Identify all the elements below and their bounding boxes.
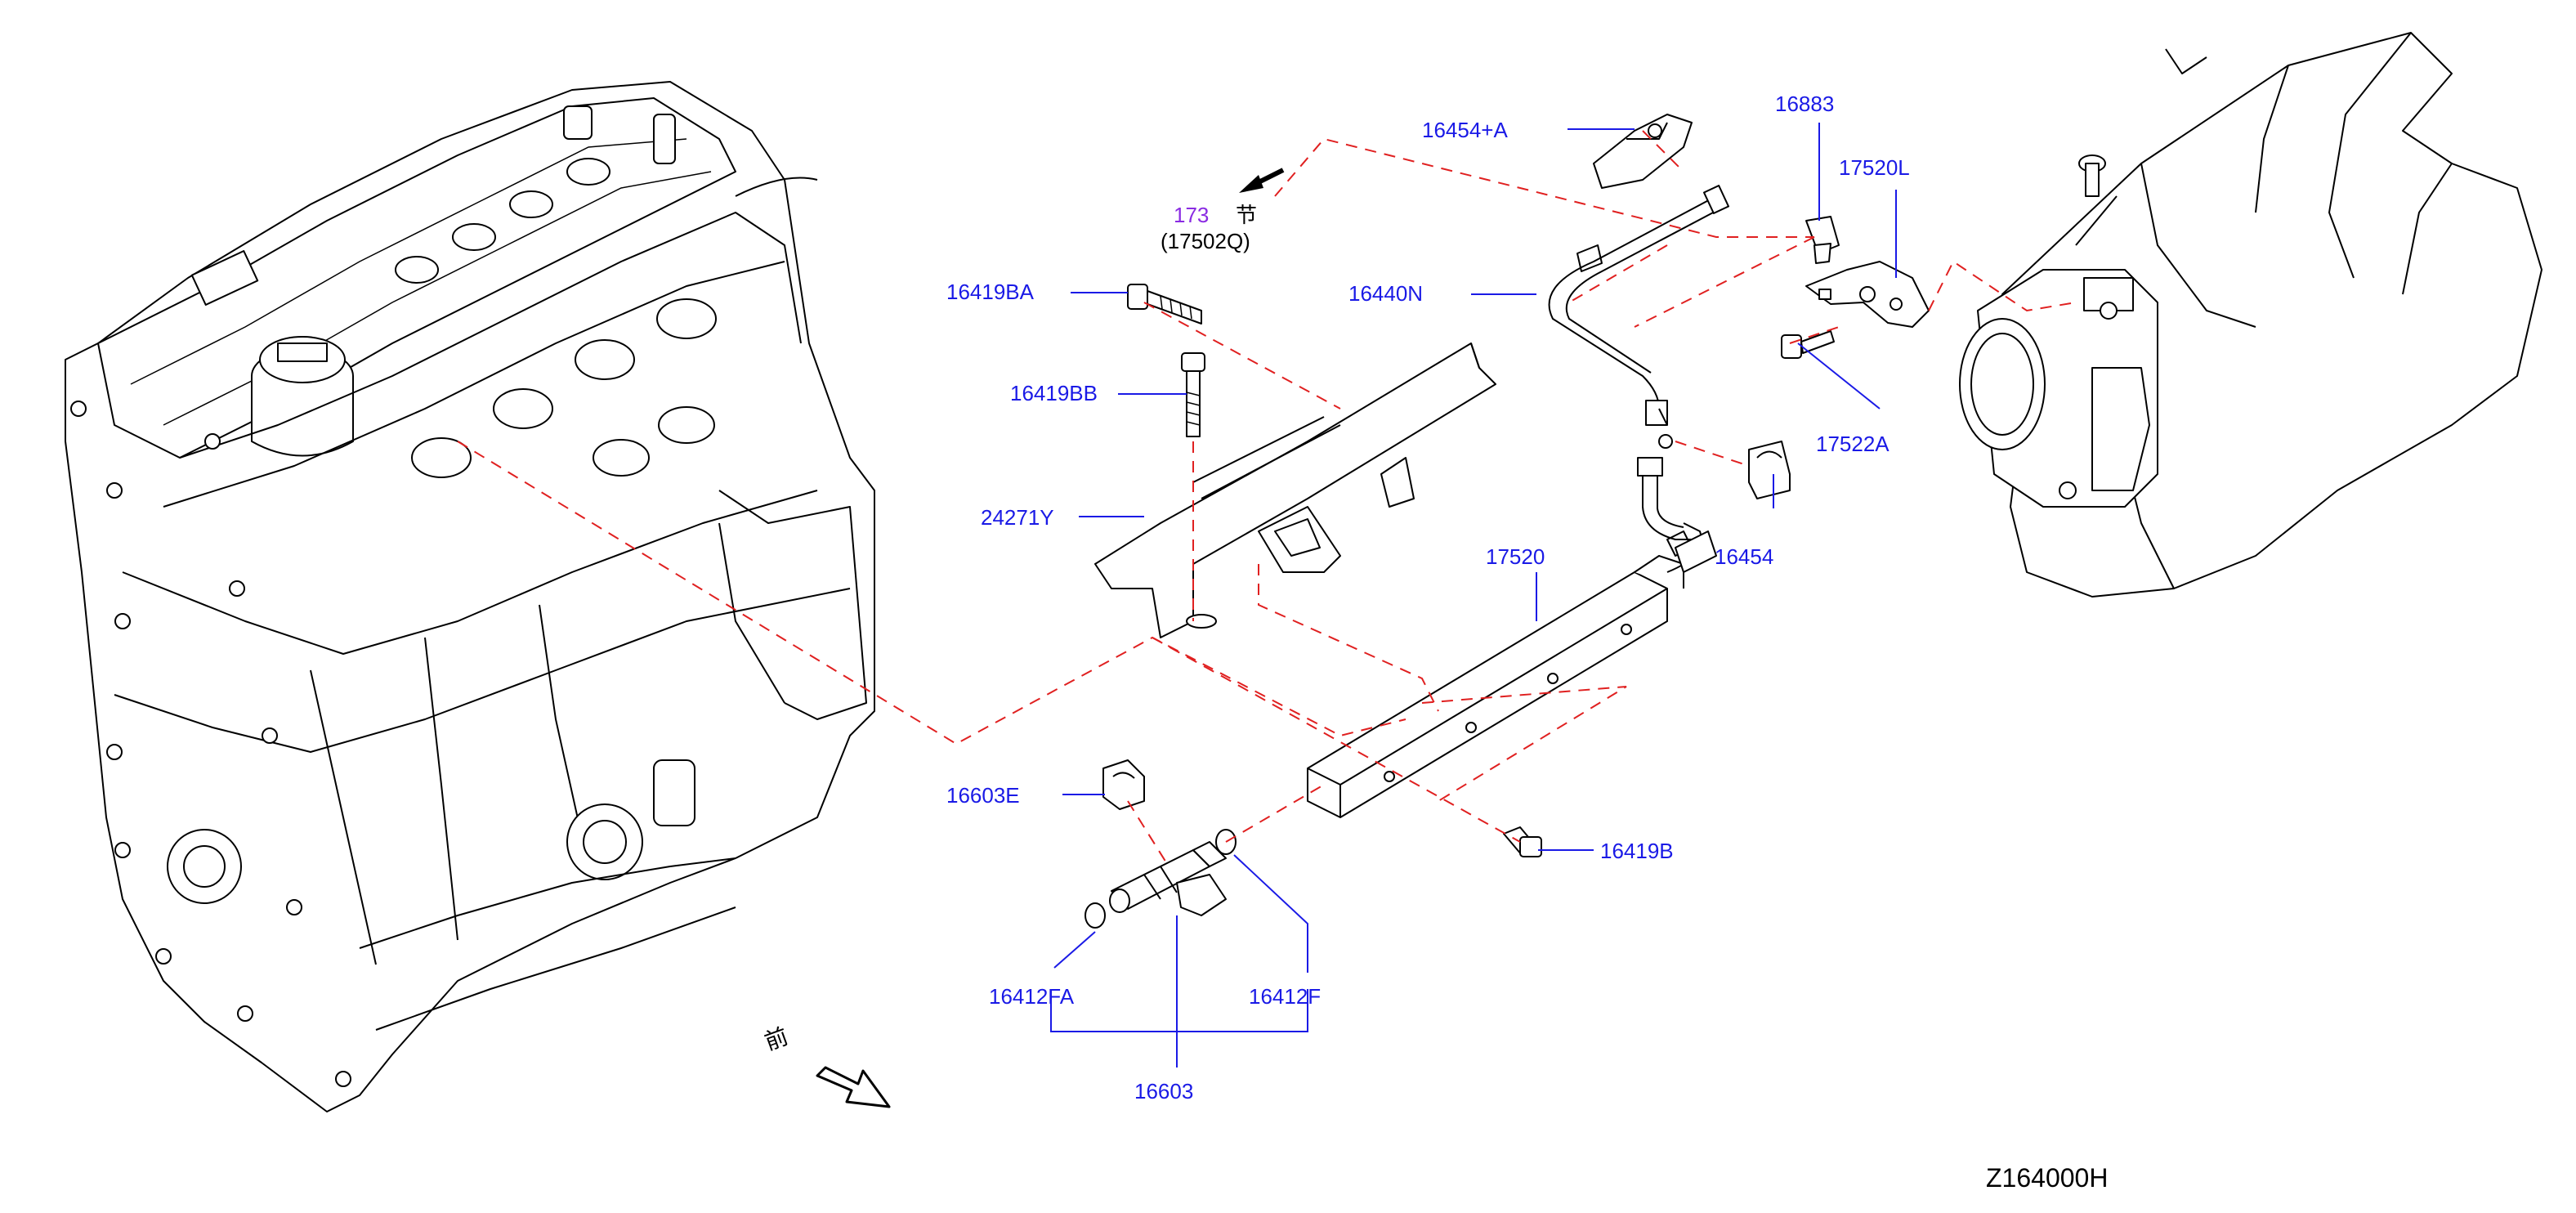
part-label-16419bb[interactable]: 16419BB — [1010, 381, 1098, 405]
section-ref-number[interactable]: 173 — [1174, 203, 1209, 227]
front-text: 前 — [761, 1023, 792, 1056]
engine-block-illustration — [65, 81, 875, 1112]
section-ref-part: (17502Q) — [1161, 229, 1250, 253]
part-label-16454a[interactable]: 16454+A — [1422, 118, 1508, 142]
clip-16883-part — [1805, 216, 1840, 264]
bolt-17522a-part — [1781, 330, 1835, 359]
part-labels: 16454+A 16883 17520L 16419BA 16440N 1641… — [946, 92, 1910, 1103]
protector-24271y-part — [1094, 342, 1496, 638]
part-label-16454[interactable]: 16454 — [1715, 544, 1773, 569]
front-marker: 前 — [761, 1023, 891, 1108]
front-arrow-icon — [816, 1066, 891, 1108]
part-label-17520l[interactable]: 17520L — [1839, 155, 1910, 180]
clip-16454-part — [1748, 441, 1791, 499]
bolt-16419bb-part — [1181, 352, 1205, 437]
part-label-16419b[interactable]: 16419B — [1600, 839, 1674, 863]
bolt-16419ba-part — [1127, 284, 1202, 325]
part-label-16603[interactable]: 16603 — [1134, 1079, 1193, 1103]
diagram-code: Z164000H — [1986, 1163, 2108, 1193]
part-label-16883[interactable]: 16883 — [1775, 92, 1834, 116]
section-arrow-icon — [1239, 168, 1285, 193]
intake-manifold-illustration — [1959, 32, 2542, 598]
injector-16603-part — [1109, 841, 1227, 916]
part-label-16412f[interactable]: 16412F — [1249, 984, 1321, 1009]
part-label-16412fa[interactable]: 16412FA — [989, 984, 1075, 1009]
part-label-17522a[interactable]: 17522A — [1816, 432, 1890, 456]
clip-16603e-part — [1102, 759, 1145, 810]
oring-16412fa-part — [1085, 902, 1106, 929]
part-label-16440n[interactable]: 16440N — [1348, 281, 1423, 306]
section-reference: 173 节 (17502Q) — [1161, 203, 1257, 253]
fuel-rail-part — [1307, 522, 1702, 818]
section-ref-suffix: 节 — [1236, 203, 1257, 227]
assembly-lines — [457, 130, 2077, 867]
part-label-17520[interactable]: 17520 — [1486, 544, 1545, 569]
part-label-16419ba[interactable]: 16419BA — [946, 280, 1035, 304]
clip-16454a-part — [1593, 114, 1693, 189]
bracket-17520l-part — [1805, 261, 1930, 328]
fuel-hose-part — [1548, 185, 1729, 573]
leader-lines — [1050, 123, 1897, 1068]
bolt-16419b-part — [1503, 826, 1542, 857]
part-label-24271y[interactable]: 24271Y — [981, 505, 1054, 530]
part-label-16603e[interactable]: 16603E — [946, 783, 1020, 808]
